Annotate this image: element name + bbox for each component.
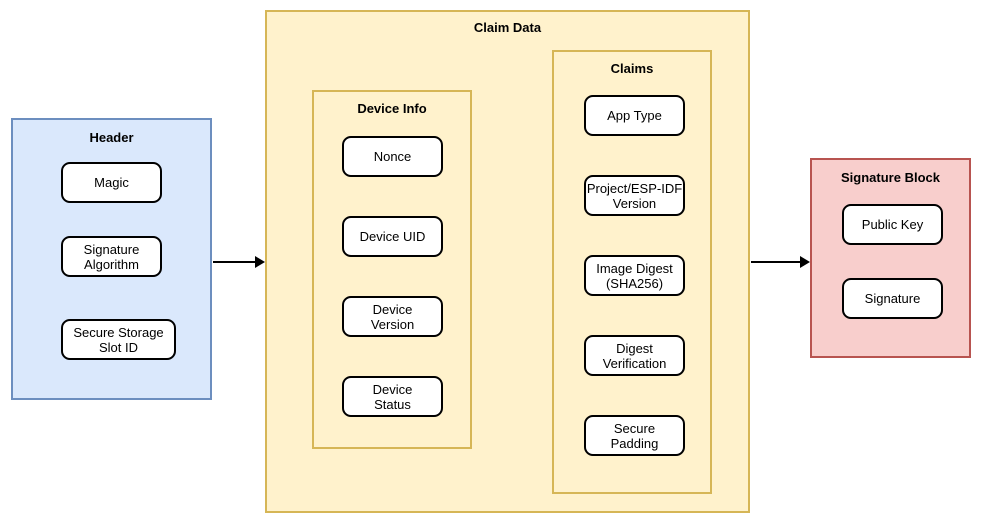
claims-panel-title: Claims bbox=[610, 61, 654, 76]
node-device-uid[interactable]: Device UID bbox=[342, 216, 443, 257]
header-section[interactable]: Header Magic Signature Algorithm Secure … bbox=[11, 118, 212, 400]
claim-data-section-title: Claim Data bbox=[473, 20, 542, 35]
node-nonce[interactable]: Nonce bbox=[342, 136, 443, 177]
arrow-header-to-claim-data-head bbox=[255, 256, 265, 268]
node-signature-algorithm[interactable]: Signature Algorithm bbox=[61, 236, 162, 277]
device-info-panel[interactable]: Device Info Nonce Device UID Device Vers… bbox=[312, 90, 472, 449]
node-magic[interactable]: Magic bbox=[61, 162, 162, 203]
node-signature[interactable]: Signature bbox=[842, 278, 943, 319]
claim-data-section[interactable]: Claim Data Device Info Nonce Device UID … bbox=[265, 10, 750, 513]
node-device-status[interactable]: Device Status bbox=[342, 376, 443, 417]
node-app-type[interactable]: App Type bbox=[584, 95, 685, 136]
signature-block-section[interactable]: Signature Block Public Key Signature bbox=[810, 158, 971, 358]
node-digest-verification[interactable]: Digest Verification bbox=[584, 335, 685, 376]
node-public-key[interactable]: Public Key bbox=[842, 204, 943, 245]
arrow-claim-data-to-signature-block-head bbox=[800, 256, 810, 268]
arrow-claim-data-to-signature-block-line bbox=[751, 261, 802, 263]
node-device-version[interactable]: Device Version bbox=[342, 296, 443, 337]
header-section-title: Header bbox=[89, 130, 134, 145]
node-image-digest-sha256[interactable]: Image Digest (SHA256) bbox=[584, 255, 685, 296]
node-project-esp-idf-version[interactable]: Project/ESP-IDF Version bbox=[584, 175, 685, 216]
node-secure-padding[interactable]: Secure Padding bbox=[584, 415, 685, 456]
signature-block-section-title: Signature Block bbox=[841, 170, 940, 185]
node-secure-storage-slot-id[interactable]: Secure Storage Slot ID bbox=[61, 319, 176, 360]
arrow-header-to-claim-data-line bbox=[213, 261, 257, 263]
device-info-panel-title: Device Info bbox=[357, 101, 427, 116]
claims-panel[interactable]: Claims App Type Project/ESP-IDF Version … bbox=[552, 50, 712, 494]
